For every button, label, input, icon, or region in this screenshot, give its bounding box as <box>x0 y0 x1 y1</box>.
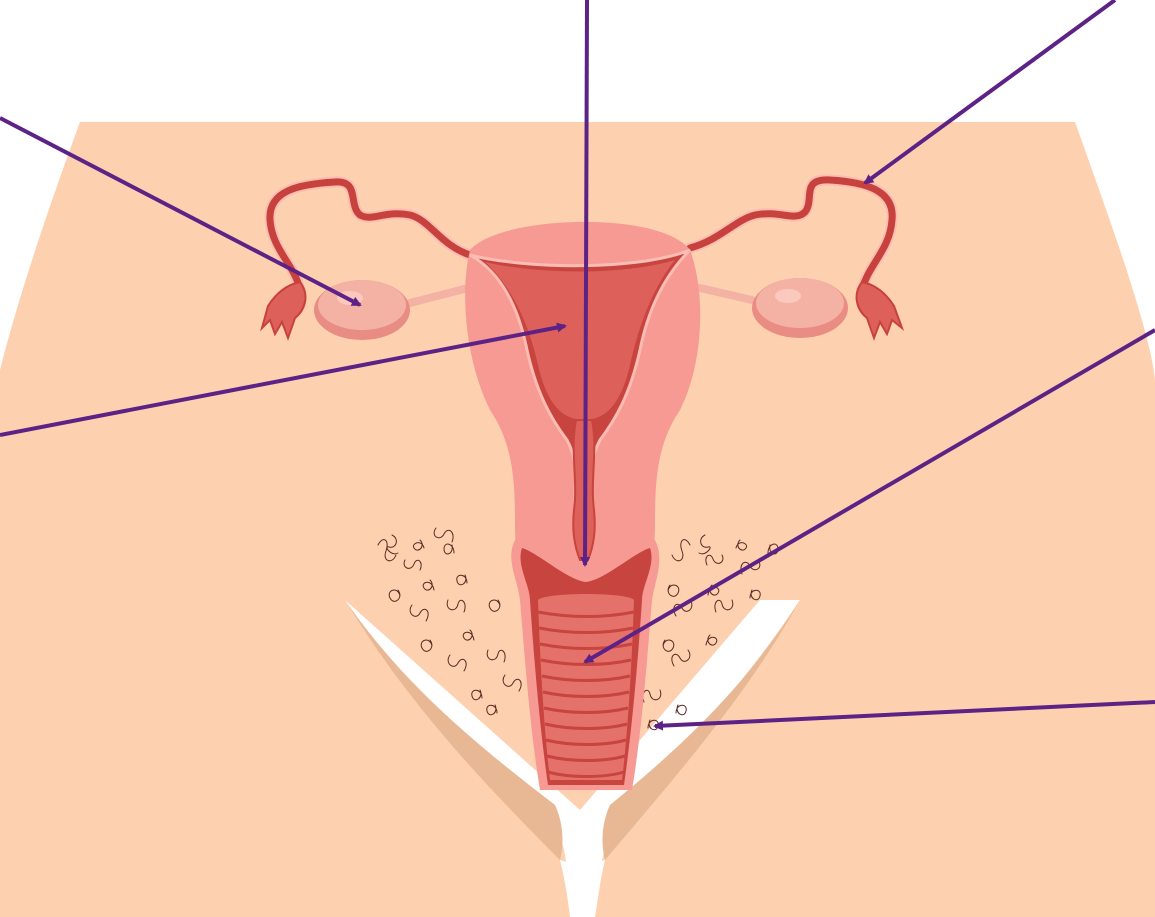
cervix-arrow <box>585 0 587 565</box>
vagina-canal <box>538 594 634 780</box>
